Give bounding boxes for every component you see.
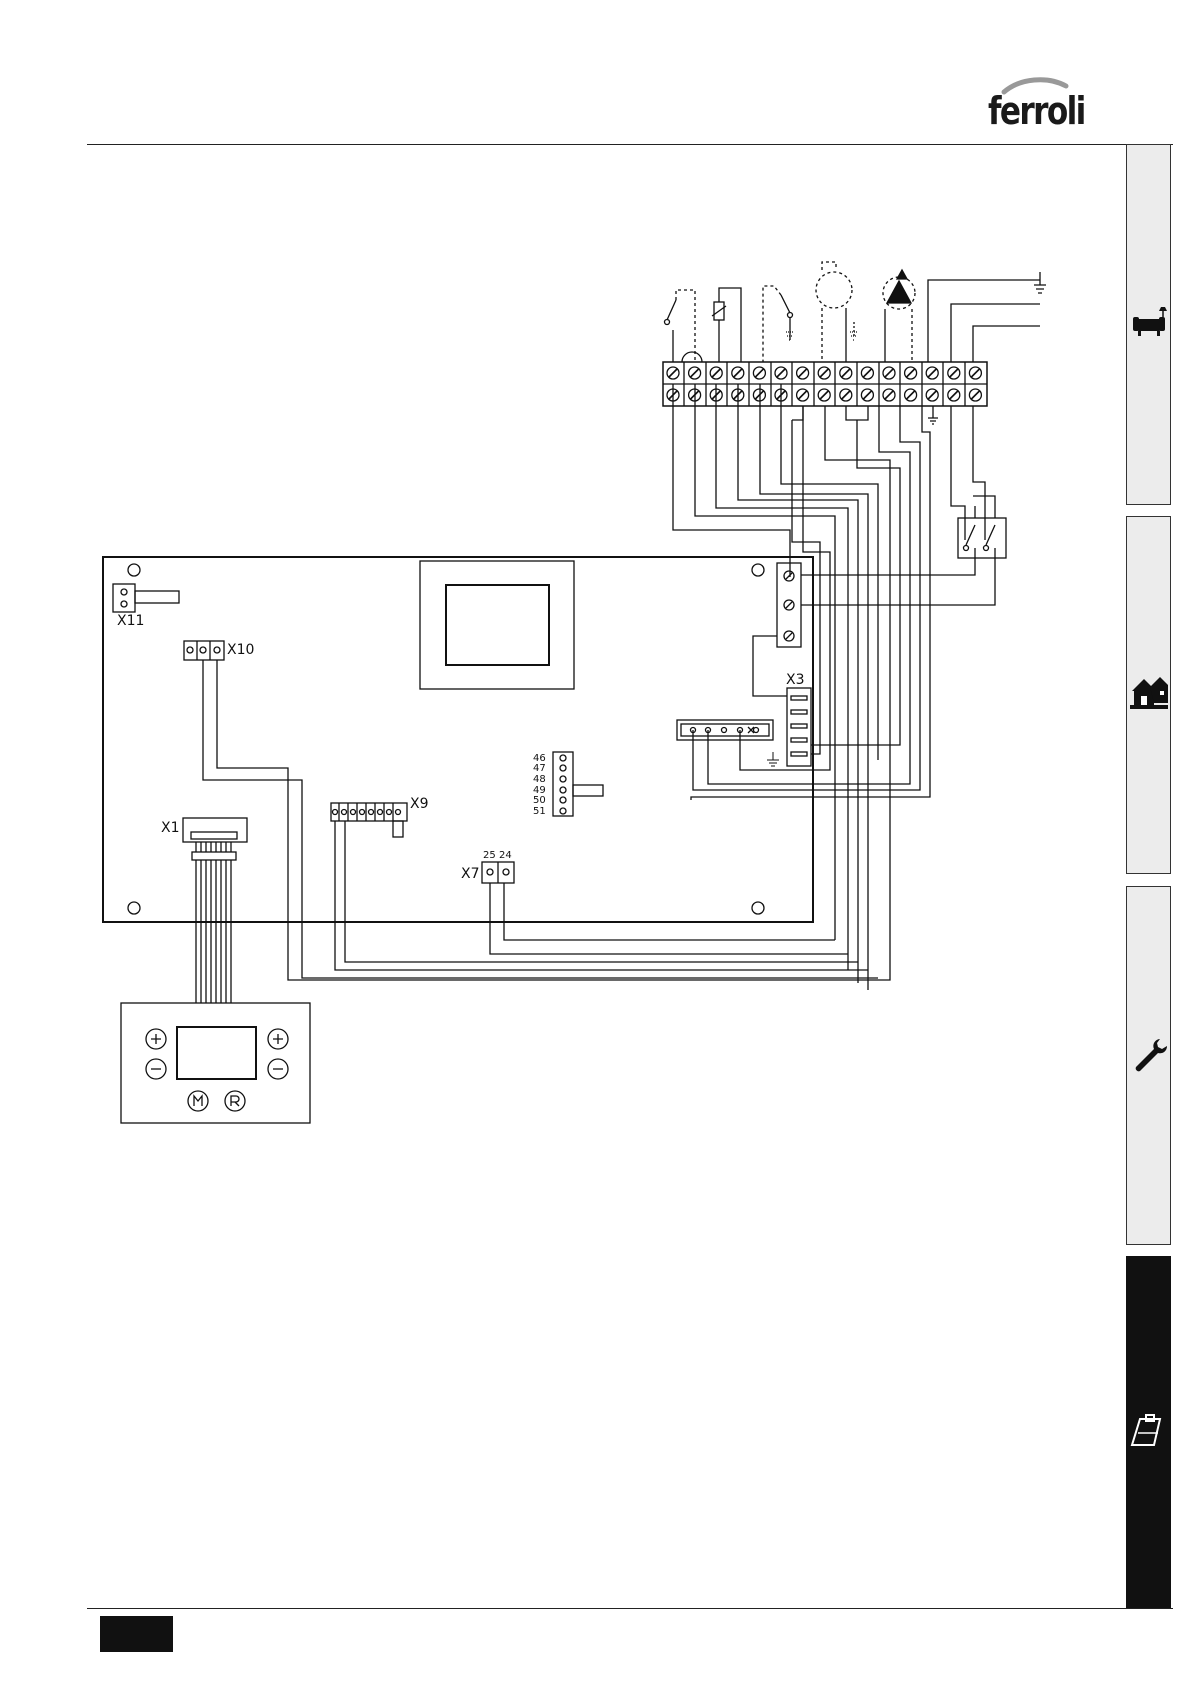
label-x3: X3 — [786, 672, 805, 688]
pin-label: 48 — [533, 774, 546, 785]
terminal-screw-slot — [907, 369, 915, 377]
pump-triangle-icon — [897, 270, 907, 279]
connector-x11 — [113, 584, 179, 612]
terminal-screw-slot — [885, 369, 893, 377]
ground-icon — [767, 752, 779, 766]
pin-label: 50 — [533, 795, 546, 806]
terminal-screw-slot — [799, 369, 807, 377]
terminal-screw-slot — [669, 369, 677, 377]
diagram-linework — [103, 262, 1046, 1123]
connector-x9 — [331, 803, 407, 837]
terminal-screw-slot — [928, 391, 936, 399]
label-x9: X9 — [410, 796, 429, 812]
terminal-screw-slot — [799, 391, 807, 399]
mounting-hole — [128, 564, 140, 576]
pin-label: 51 — [533, 806, 546, 817]
board-display-window — [446, 585, 549, 665]
connector-x3 — [787, 688, 811, 766]
terminal-screw-slot — [971, 391, 979, 399]
terminal-screw-slot — [971, 369, 979, 377]
terminal-screw-slot — [950, 391, 958, 399]
label-x1: X1 — [161, 820, 180, 836]
terminal-block-small — [777, 563, 801, 647]
jumper-wire — [753, 636, 787, 696]
pump-icon — [887, 281, 911, 303]
label-x11: X11 — [117, 613, 144, 629]
terminal-screw-slot — [691, 369, 699, 377]
terminal-screw-slot — [820, 369, 828, 377]
terminal-screw-slot — [842, 369, 850, 377]
connector-pins-46-51 — [553, 752, 603, 816]
terminal-screw-slot — [712, 369, 720, 377]
terminal-screw-slot — [863, 391, 871, 399]
terminal-screw-slot — [734, 369, 742, 377]
terminal-screw-slot — [842, 391, 850, 399]
mounting-hole — [128, 902, 140, 914]
terminal-screw-slot — [820, 391, 828, 399]
label-x7: X7 — [461, 866, 480, 882]
connector-x1 — [183, 818, 247, 842]
connector-six-pin — [677, 720, 773, 740]
field-devices — [665, 262, 1047, 424]
terminal-screw-slot — [755, 369, 763, 377]
control-panel — [121, 1003, 310, 1123]
label-x10: X10 — [227, 642, 254, 658]
mounting-hole — [752, 902, 764, 914]
board-display-frame — [420, 561, 574, 689]
terminal-screw-slot — [950, 369, 958, 377]
wiring-harness — [203, 384, 985, 990]
label-x7-pin-24: 24 — [499, 850, 512, 861]
terminal-screw-slot — [907, 391, 915, 399]
switch-box — [801, 496, 1006, 605]
mounting-hole — [752, 564, 764, 576]
label-x7-pin-25: 25 — [483, 850, 496, 861]
connector-x10 — [184, 641, 224, 660]
terminal-screw-slot — [777, 369, 785, 377]
terminal-screw-slot — [928, 369, 936, 377]
pin-label: 47 — [533, 763, 546, 774]
terminal-screw-slot — [863, 369, 871, 377]
terminal-screw-slot — [885, 391, 893, 399]
connector-x7 — [482, 862, 514, 883]
